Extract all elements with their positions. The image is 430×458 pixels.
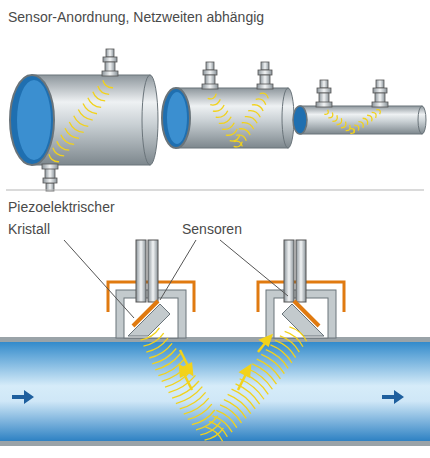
wave-arc [88,98,101,108]
wave-arc [354,125,359,130]
wave-arc [176,387,202,404]
wave-arc [372,112,377,117]
wave-arc [232,389,256,409]
wave-arc [224,400,246,419]
wave-arc [208,94,217,99]
wave-arc [234,142,243,147]
wave-arc [252,364,276,384]
wave-arc [252,105,263,111]
wave-arc [213,105,224,111]
wave-arc [289,327,306,341]
wave-arc [98,86,109,94]
leader-line [220,240,288,296]
pipe-small [293,80,426,134]
wave-arc [256,99,266,105]
wave-arc [242,123,254,130]
wave-arc [57,141,69,150]
wave-arc [141,328,160,340]
wave-arc [143,333,163,346]
wave-arc [103,80,113,87]
pipe-large [10,49,158,191]
wave-arc [205,427,222,441]
wave-arc [270,345,291,363]
leader-line [64,240,134,318]
wave-arc [222,123,234,130]
wave-arc [363,118,368,124]
wave-arc [78,110,92,121]
wave-arc [146,338,168,352]
divider-line [6,190,424,191]
wave-arc [244,374,269,395]
wave-arc [83,104,97,114]
wave-arc [332,115,337,121]
wave-arc [61,135,74,145]
pipe-medium [162,62,294,148]
wave-arc [226,129,237,135]
sensor-right [258,240,344,338]
wave-arc [236,135,246,141]
wave-arc [216,111,228,118]
wave-arc [341,122,346,128]
wave-arc [328,112,333,117]
wave-arc [346,125,351,130]
wave-arc [172,381,199,398]
wave-arc [180,392,206,409]
wave-arc [260,93,269,98]
ultrasound-waves [49,80,380,161]
wave-arc [285,331,303,346]
wave-arc [350,129,354,134]
flow-arrow [382,390,404,404]
pipe-section [0,337,430,446]
wave-arc [53,148,64,156]
wave-arc [49,154,59,161]
wave-arc [219,117,231,124]
section-title: Sensor-Anordnung, Netzweiten abhängig [8,6,388,28]
wave-arc [257,359,281,379]
wave-direction-arrows [180,336,271,390]
wave-arc [248,111,260,118]
wave-arc [376,110,380,115]
wave-arc [248,369,272,390]
wave-arc [367,115,372,121]
wave-arc [358,122,363,128]
leader-line [160,240,196,300]
ultrasound-waves [141,327,307,441]
part-label: Piezoelektrischer Kristall [8,196,136,240]
wave-arc [74,116,89,127]
wave-arc [220,405,241,423]
wave-arc [210,99,220,105]
sensor-left [108,240,194,338]
wave-arc [69,122,83,133]
wave-arc [65,128,79,138]
wave-arc [324,110,328,115]
wave-arc [261,354,284,373]
wave-arc [350,129,354,134]
part-label: Sensoren [182,218,292,240]
flow-arrow [12,390,34,404]
wave-arc [234,141,243,146]
wave-arc [230,135,240,141]
wave-arc [337,118,342,124]
wave-arc [266,350,288,369]
wave-arc [239,129,250,135]
wave-arc [93,92,105,101]
wave-arc [228,394,251,413]
wave-arc [209,421,227,436]
wave-arc [245,117,257,124]
